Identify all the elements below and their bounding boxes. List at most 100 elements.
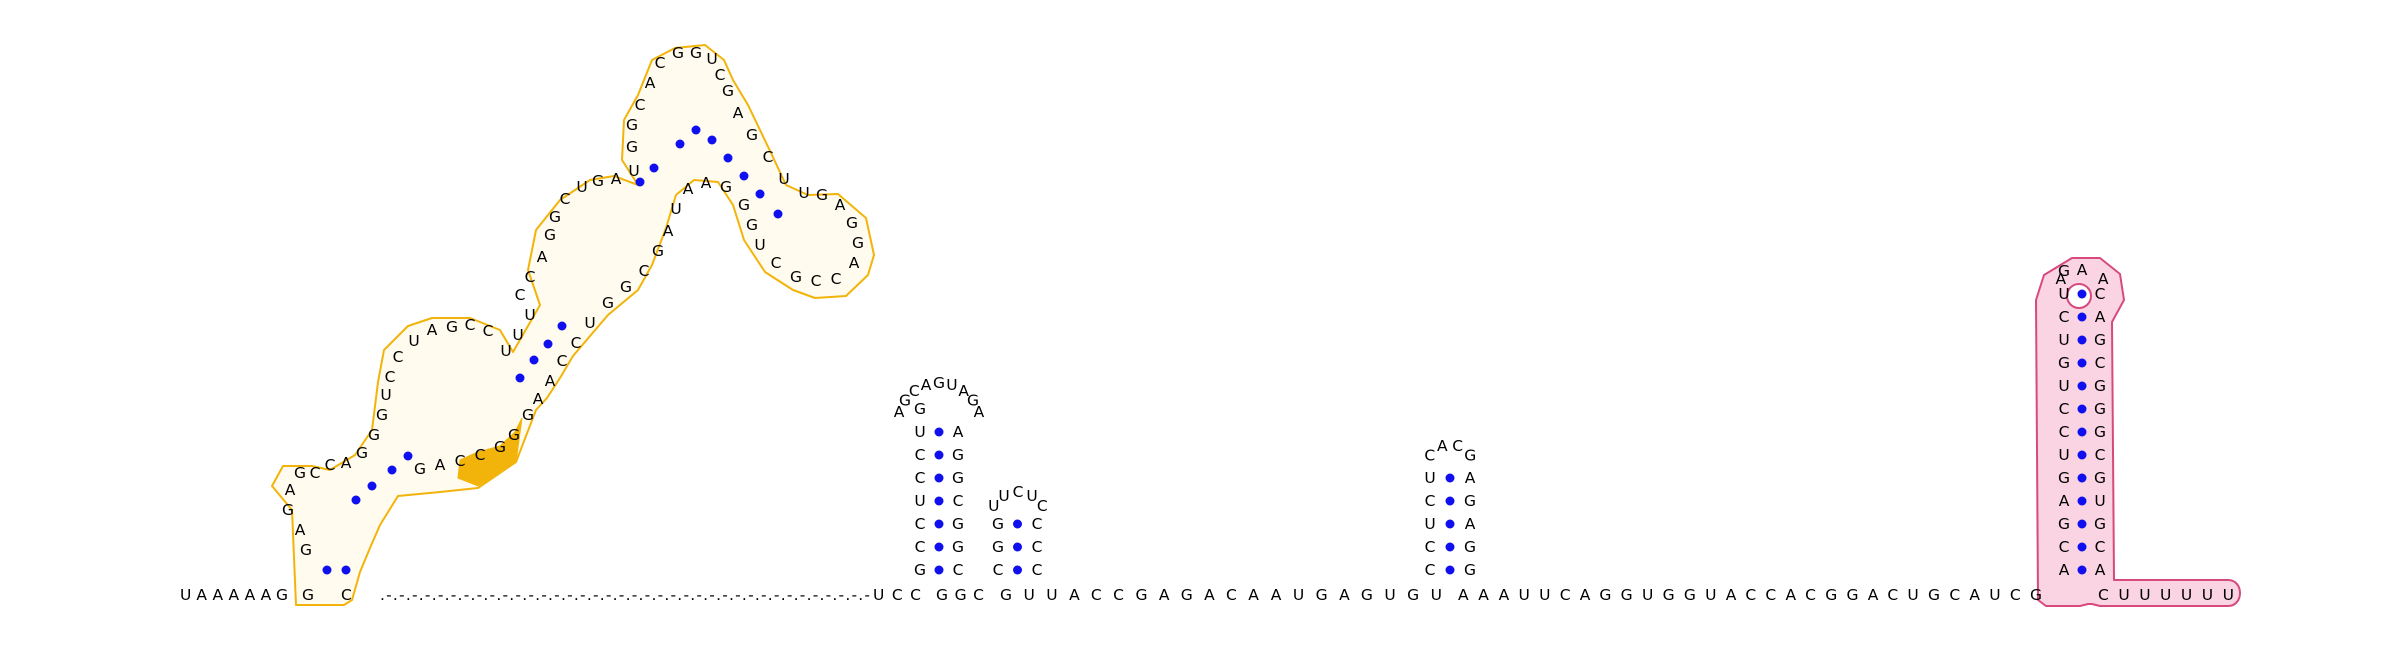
orange-nucleotide: G	[626, 116, 638, 134]
stem-left-nucleotide: G	[2058, 262, 2070, 280]
stem-left-nucleotide: A	[2059, 561, 2070, 579]
stem-left-nucleotide: C	[2059, 423, 2070, 441]
base-pair-dot	[403, 451, 413, 461]
orange-nucleotide: C	[811, 272, 822, 290]
stem-right-nucleotide: G	[952, 469, 964, 487]
orange-nucleotide: U	[380, 386, 391, 404]
orange-nucleotide: C	[515, 286, 526, 304]
stem-right-nucleotide: C	[2095, 285, 2106, 303]
stem-right-nucleotide: A	[953, 423, 964, 441]
loop-nucleotide: C	[1013, 483, 1024, 501]
orange-nucleotide: C	[763, 148, 774, 166]
orange-nucleotide: G	[508, 426, 520, 444]
orange-nucleotide: U	[706, 50, 717, 68]
base-pair-dot	[2077, 404, 2087, 414]
stem-right-nucleotide: A	[2095, 308, 2106, 326]
stem-right-nucleotide: U	[2094, 492, 2105, 510]
orange-nucleotide: G	[376, 406, 388, 424]
stem-left-nucleotide: A	[2059, 492, 2070, 510]
stem-right-nucleotide: C	[2095, 446, 2106, 464]
stem-left-nucleotide: C	[915, 538, 926, 556]
orange-nucleotide: G	[816, 186, 828, 204]
stem-right-nucleotide: G	[952, 538, 964, 556]
orange-nucleotide: C	[483, 322, 494, 340]
stem-right-nucleotide: C	[2095, 354, 2106, 372]
orange-nucleotide: C	[771, 254, 782, 272]
base-pair-dot	[1445, 473, 1455, 483]
orange-nucleotide: C	[655, 54, 666, 72]
loop-nucleotide: C	[1037, 497, 1048, 515]
orange-nucleotide: G	[282, 501, 294, 519]
orange-nucleotide: G	[300, 541, 312, 559]
orange-nucleotide: G	[592, 172, 604, 190]
orange-nucleotide: G	[746, 126, 758, 144]
strand-segment-ggc: GGC	[936, 586, 984, 604]
left-tail-sequence: UAAAAAG	[180, 586, 288, 604]
orange-nucleotide: U	[500, 342, 511, 360]
orange-nucleotide: A	[835, 196, 846, 214]
stem-left-nucleotide: C	[1425, 492, 1436, 510]
orange-nucleotide: U	[408, 332, 419, 350]
stem-right-nucleotide: A	[1465, 515, 1476, 533]
orange-nucleotide: C	[635, 96, 646, 114]
base-pair-dot	[1445, 565, 1455, 575]
orange-nucleotide: A	[683, 180, 694, 198]
stem-right-nucleotide: G	[2094, 423, 2106, 441]
stem-right-nucleotide: G	[2094, 400, 2106, 418]
stem-left-nucleotide: C	[2059, 538, 2070, 556]
orange-nucleotide: C	[831, 270, 842, 288]
base-pair-dot	[934, 427, 944, 437]
base-pair-dot	[649, 163, 659, 173]
stem-right-nucleotide: G	[2094, 377, 2106, 395]
orange-nucleotide: A	[427, 321, 438, 339]
strand-segment-ucc: UCC	[873, 586, 921, 604]
stem-left-nucleotide: U	[914, 423, 925, 441]
base-pair-dot	[635, 177, 645, 187]
orange-nucleotide: U	[576, 178, 587, 196]
orange-domain-outline	[271, 44, 875, 606]
orange-nucleotide: C	[715, 66, 726, 84]
strand-segment-middle: GUUACCGAGACAAUGAGUGU	[1000, 586, 1442, 604]
base-pair-dot	[675, 139, 685, 149]
stem-right-nucleotide: G	[2094, 469, 2106, 487]
orange-nucleotide: G	[620, 278, 632, 296]
loop-nucleotide: C	[1424, 446, 1435, 464]
orange-nucleotide: U	[628, 162, 639, 180]
stem-left-nucleotide: C	[1425, 538, 1436, 556]
stem-left-nucleotide: G	[2058, 354, 2070, 372]
stem-left-nucleotide: U	[914, 492, 925, 510]
stem-left-nucleotide: G	[914, 561, 926, 579]
orange-nucleotide: A	[611, 170, 622, 188]
orange-nucleotide: U	[584, 314, 595, 332]
orange-nucleotide: A	[435, 456, 446, 474]
stem-left-nucleotide: C	[915, 446, 926, 464]
orange-nucleotide: G	[602, 294, 614, 312]
stem-a: G C	[302, 565, 352, 604]
base-pair-dot	[387, 465, 397, 475]
base-pair-dot	[934, 519, 944, 529]
orange-nucleotide: G	[294, 464, 306, 482]
orange-nucleotide: A	[285, 481, 296, 499]
loop-nucleotide: A	[2055, 270, 2066, 288]
stem-a-right-bottom: C	[341, 586, 352, 604]
stem-right-nucleotide: C	[1032, 538, 1043, 556]
base-pair-dot	[934, 565, 944, 575]
base-pair-dot	[2077, 427, 2087, 437]
stem-left-nucleotide: U	[2058, 331, 2069, 349]
orange-domain-pair-dots	[351, 125, 783, 505]
base-pair-dot	[2077, 496, 2087, 506]
base-pair-dot	[2077, 473, 2087, 483]
stem-right-nucleotide: C	[953, 561, 964, 579]
orange-nucleotide: C	[310, 464, 321, 482]
orange-nucleotide: G	[549, 208, 561, 226]
orange-nucleotide: U	[798, 184, 809, 202]
orange-nucleotide: G	[446, 318, 458, 336]
stem-left-nucleotide: G	[2058, 515, 2070, 533]
orange-nucleotide: G	[414, 460, 426, 478]
loop-nucleotide: A	[974, 403, 985, 421]
orange-nucleotide: A	[645, 74, 656, 92]
